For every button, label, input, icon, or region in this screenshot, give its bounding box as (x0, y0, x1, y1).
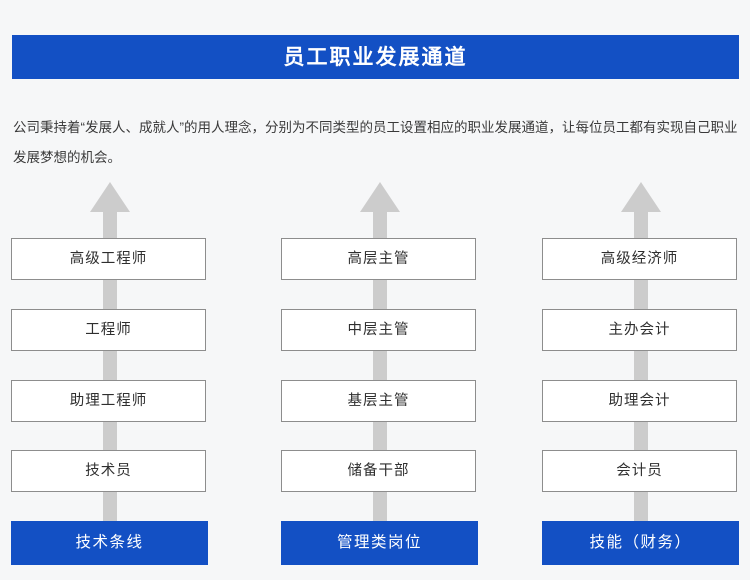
level-label: 技术员 (85, 462, 132, 479)
level-box[interactable]: 会计员 (542, 450, 737, 492)
level-label: 助理会计 (608, 392, 671, 409)
level-label: 高级工程师 (69, 250, 148, 267)
level-box[interactable]: 主办会计 (542, 309, 737, 351)
level-label: 高层主管 (347, 250, 410, 267)
page-header-banner: 员工职业发展通道 (12, 35, 739, 79)
level-label: 助理工程师 (69, 392, 148, 409)
level-label: 主办会计 (608, 321, 671, 338)
level-label: 高级经济师 (600, 250, 679, 267)
level-label: 中层主管 (347, 321, 410, 338)
level-box[interactable]: 中层主管 (281, 309, 476, 351)
track-label-box[interactable]: 技能（财务） (542, 521, 739, 565)
level-box[interactable]: 基层主管 (281, 380, 476, 422)
career-track-column-management: 高层主管 中层主管 基层主管 储备干部 管理类岗位 (281, 0, 478, 580)
level-box[interactable]: 高层主管 (281, 238, 476, 280)
up-arrow-icon (620, 181, 662, 529)
intro-paragraph: 公司秉持着“发展人、成就人”的用人理念，分别为不同类型的员工设置相应的职业发展通… (13, 119, 738, 165)
career-track-column-finance: 高级经济师 主办会计 助理会计 会计员 技能（财务） (542, 0, 739, 580)
level-box[interactable]: 高级经济师 (542, 238, 737, 280)
level-box[interactable]: 助理会计 (542, 380, 737, 422)
track-label-box[interactable]: 技术条线 (11, 521, 208, 565)
level-label: 会计员 (616, 462, 663, 479)
level-label: 工程师 (85, 321, 132, 338)
career-track-column-technical: 高级工程师 工程师 助理工程师 技术员 技术条线 (11, 0, 208, 580)
track-label-box[interactable]: 管理类岗位 (281, 521, 478, 565)
track-label: 技术条线 (75, 534, 144, 552)
level-label: 基层主管 (347, 392, 410, 409)
level-box[interactable]: 高级工程师 (11, 238, 206, 280)
level-box[interactable]: 储备干部 (281, 450, 476, 492)
track-label: 管理类岗位 (336, 534, 422, 552)
track-label: 技能（财务） (589, 534, 692, 552)
page-title: 员工职业发展通道 (283, 45, 468, 69)
level-label: 储备干部 (347, 462, 410, 479)
up-arrow-icon (89, 181, 131, 529)
level-box[interactable]: 助理工程师 (11, 380, 206, 422)
level-box[interactable]: 技术员 (11, 450, 206, 492)
level-box[interactable]: 工程师 (11, 309, 206, 351)
up-arrow-icon (359, 181, 401, 529)
